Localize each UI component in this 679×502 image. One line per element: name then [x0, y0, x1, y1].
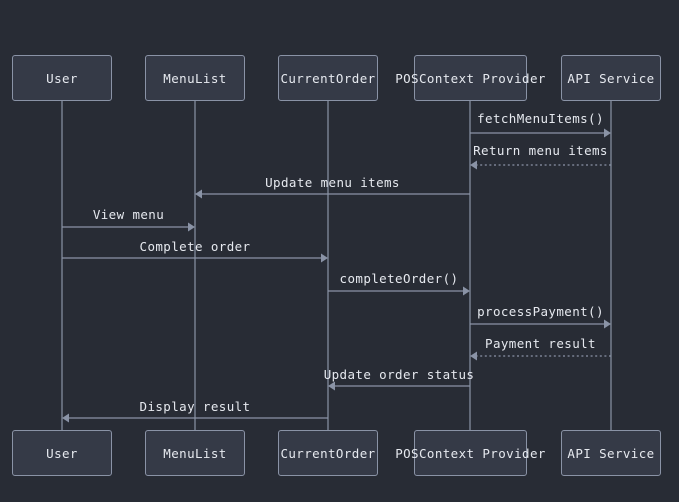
participant-box-menulist-bottom[interactable]: MenuList: [145, 430, 245, 476]
message-arrow-4: [62, 222, 195, 232]
arrowhead: [188, 222, 195, 232]
message-label-3: Update menu items: [265, 175, 400, 190]
message-arrow-9: [328, 381, 470, 391]
participant-label-user: User: [46, 445, 78, 461]
message-arrow-2: [470, 160, 611, 170]
participant-label-user: User: [46, 70, 78, 86]
participant-label-currentorder: CurrentOrder: [280, 445, 376, 461]
participant-box-menulist-top[interactable]: MenuList: [145, 55, 245, 101]
participant-box-user-top[interactable]: User: [12, 55, 112, 101]
participant-label-apiservice: API Service: [567, 445, 655, 461]
message-label-10: Display result: [139, 399, 251, 414]
arrowhead: [62, 413, 69, 423]
message-arrow-3: [195, 189, 470, 199]
participant-label-menulist: MenuList: [163, 70, 227, 86]
message-label-6: completeOrder(): [339, 271, 459, 286]
message-arrow-7: [470, 319, 611, 329]
message-label-1: fetchMenuItems(): [477, 111, 604, 126]
participant-label-apiservice: API Service: [567, 70, 655, 86]
message-arrow-6: [328, 286, 470, 296]
arrowhead: [604, 128, 611, 138]
arrowhead: [470, 160, 477, 170]
message-label-4: View menu: [92, 207, 165, 222]
participant-label-poscontext: POSContext Provider: [395, 70, 546, 86]
message-label-7: processPayment(): [477, 304, 604, 319]
participant-box-poscontext-top[interactable]: POSContext Provider: [395, 55, 545, 101]
arrowhead: [604, 319, 611, 329]
participant-label-menulist: MenuList: [163, 445, 227, 461]
arrowhead: [321, 253, 328, 263]
participant-box-user-bottom[interactable]: User: [12, 430, 112, 476]
participant-label-currentorder: CurrentOrder: [280, 70, 376, 86]
arrowhead: [470, 351, 477, 361]
message-label-9: Update order status: [323, 367, 475, 382]
participant-box-poscontext-bottom[interactable]: POSContext Provider: [395, 430, 545, 476]
message-label-2: Return menu items: [473, 143, 608, 158]
message-arrow-1: [470, 128, 611, 138]
message-label-5: Complete order: [139, 239, 251, 254]
participant-box-apiservice-bottom[interactable]: API Service: [561, 430, 661, 476]
participant-label-poscontext: POSContext Provider: [395, 445, 546, 461]
message-label-8: Payment result: [485, 336, 596, 351]
participant-box-currentorder-top[interactable]: CurrentOrder: [278, 55, 378, 101]
arrowhead: [328, 381, 335, 391]
participant-box-apiservice-top[interactable]: API Service: [561, 55, 661, 101]
arrowhead: [195, 189, 202, 199]
arrowhead: [463, 286, 470, 296]
message-arrow-5: [62, 253, 328, 263]
message-arrow-10: [62, 413, 328, 423]
participant-box-currentorder-bottom[interactable]: CurrentOrder: [278, 430, 378, 476]
message-arrow-8: [470, 351, 611, 361]
